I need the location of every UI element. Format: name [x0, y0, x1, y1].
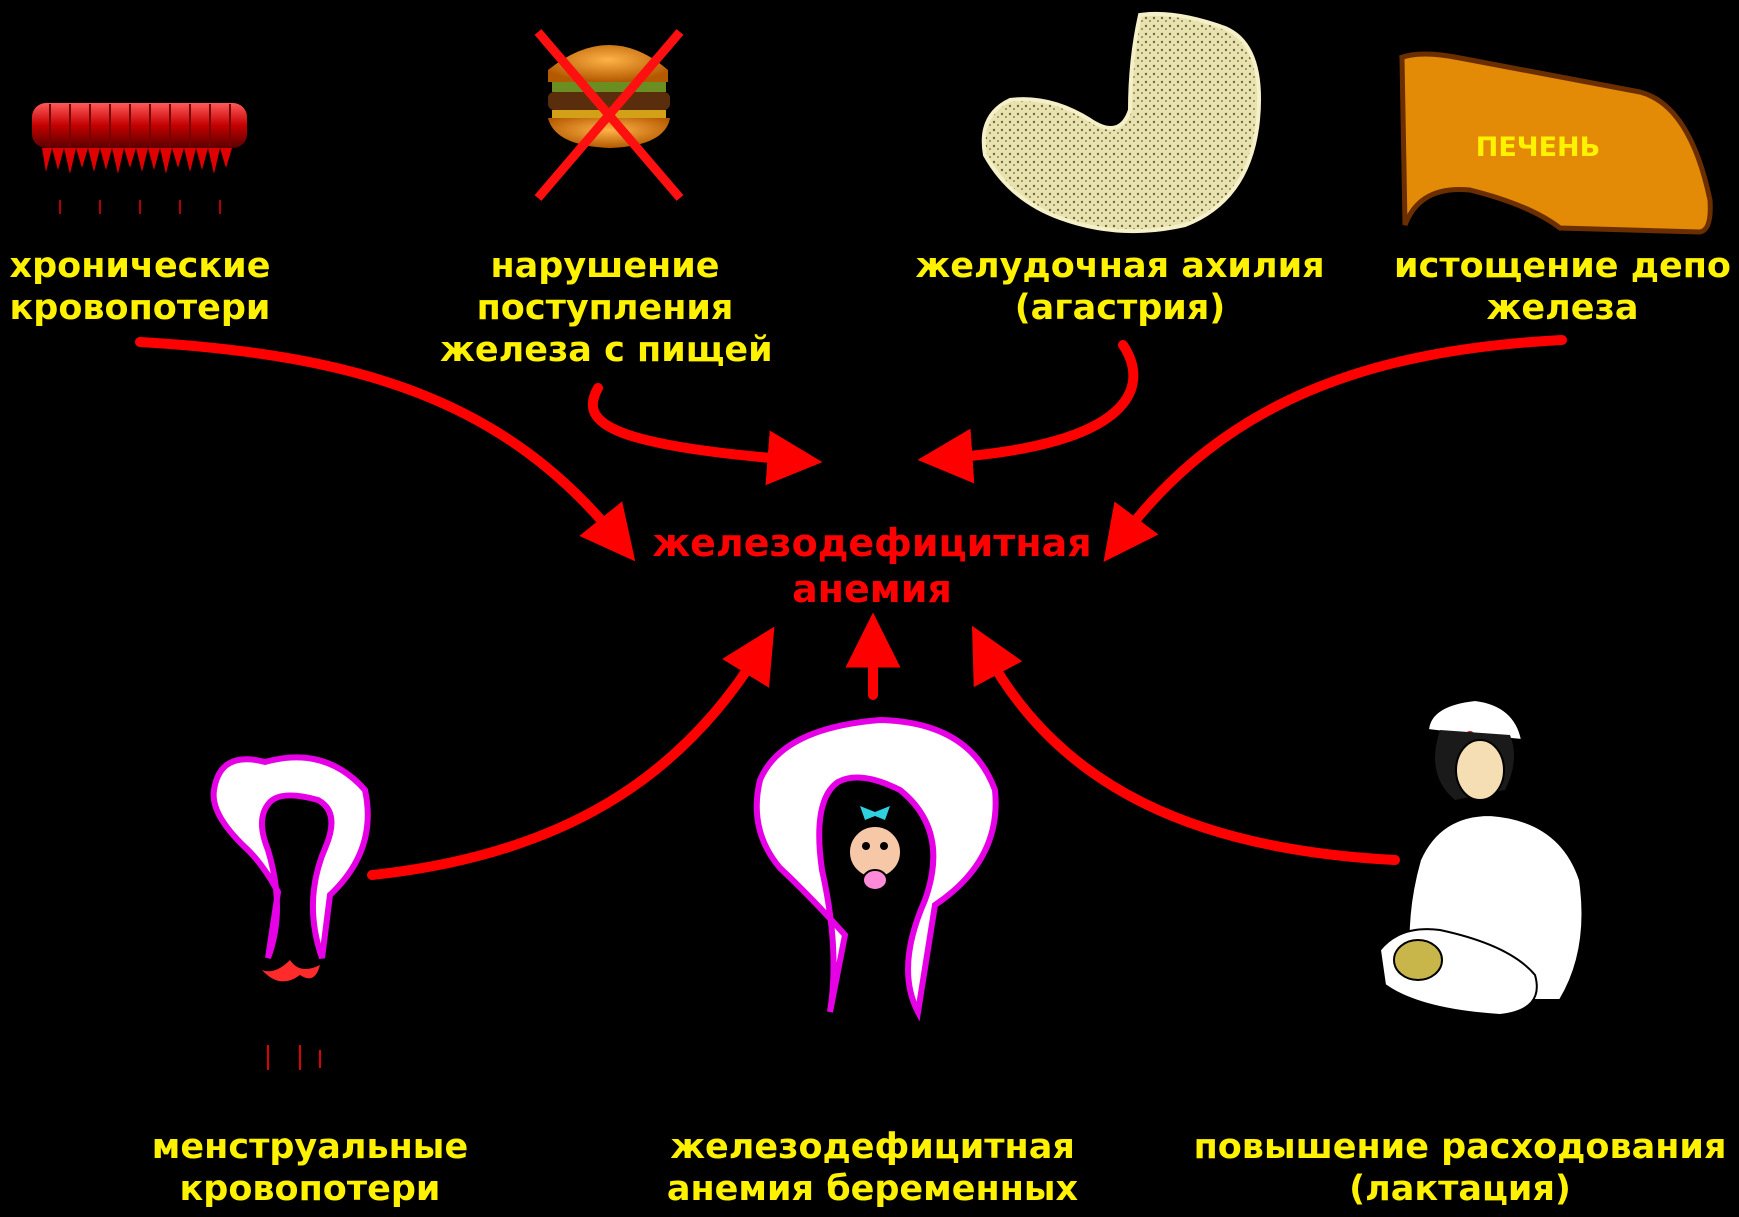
cause-depot-label: истощение депо железа [1390, 245, 1735, 329]
baby-icon [849, 806, 901, 890]
cause-blood-loss-label: хронические кровопотери [0, 245, 280, 329]
arrow-depot [1120, 340, 1562, 540]
cause-lactation-label: повышение расходования (лактация) [1185, 1126, 1735, 1210]
cause-menstrual-label: менструальные кровопотери [130, 1126, 490, 1210]
center-diagnosis-label: железодефицитная анемия [632, 520, 1112, 612]
stomach-icon [984, 14, 1259, 231]
arrow-food-intake [593, 388, 795, 460]
nursing-mother-icon [1380, 700, 1583, 1015]
cause-pregnancy-label: железодефицитная анемия беременных [650, 1126, 1095, 1210]
crossed-burger-icon [538, 32, 680, 198]
blood-vessel-icon [32, 103, 247, 214]
liver-label: ПЕЧЕНЬ [1476, 132, 1600, 163]
cause-food-intake-label: нарушение поступления железа с пищей [440, 245, 770, 371]
arrow-achylia [945, 345, 1133, 458]
arrow-menstrual [372, 650, 760, 875]
uterus-icon [214, 757, 368, 1070]
arrow-blood-loss [140, 342, 618, 540]
pregnant-uterus-icon [757, 720, 996, 1012]
cause-achylia-label: желудочная ахилия (агастрия) [910, 245, 1330, 329]
arrow-lactation [985, 650, 1395, 860]
liver-icon: ПЕЧЕНЬ [1400, 54, 1710, 232]
